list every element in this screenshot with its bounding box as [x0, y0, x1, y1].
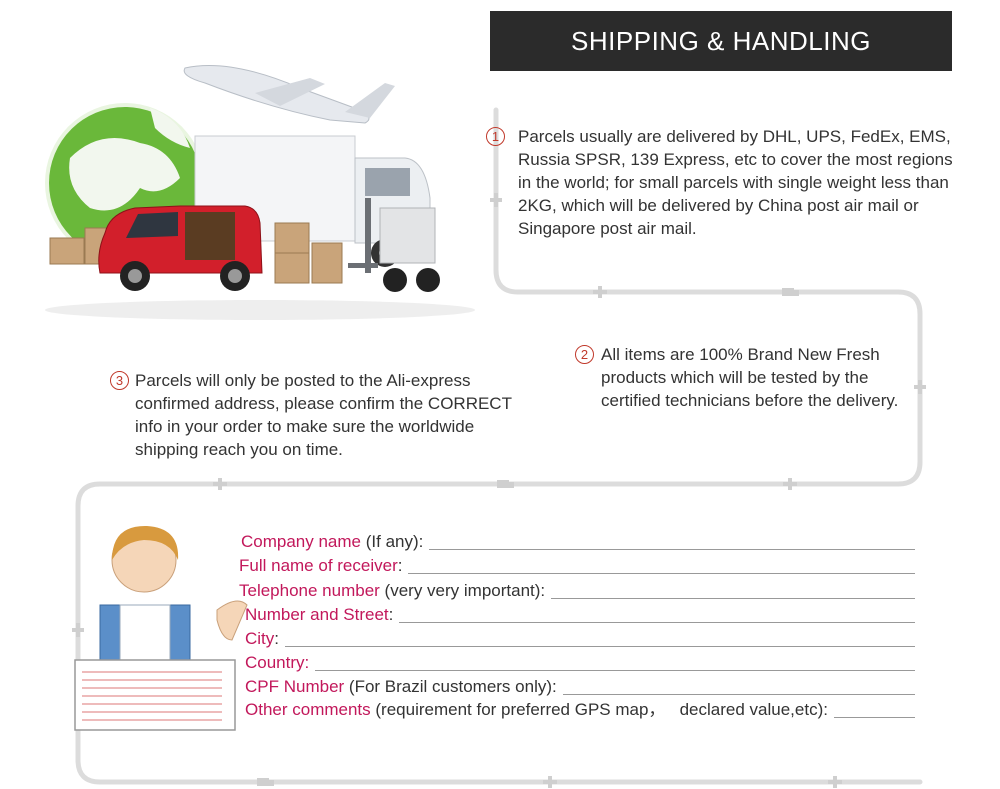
comments-field[interactable]	[833, 716, 915, 718]
truck-icon	[497, 480, 514, 488]
airplane-icon	[490, 193, 502, 207]
airplane-icon	[183, 65, 395, 124]
airplane-icon	[543, 776, 557, 788]
form-row-cpf: CPF Number (For Brazil customers only):	[245, 676, 915, 698]
step-text: All items are 100% Brand New Fresh produ…	[601, 345, 899, 410]
airplane-icon	[828, 776, 842, 788]
telephone-field[interactable]	[551, 597, 915, 599]
step-number: 3	[110, 371, 129, 390]
airplane-icon	[593, 286, 607, 298]
city-field[interactable]	[285, 645, 915, 647]
field-note: :	[274, 629, 280, 648]
field-label: City	[245, 629, 275, 648]
airplane-icon	[213, 478, 227, 490]
step-text: Parcels will only be posted to the Ali-e…	[135, 371, 512, 459]
field-note: (If any):	[361, 532, 424, 551]
form-row-telephone: Telephone number (very very important):	[239, 580, 915, 602]
form-row-city: City :	[245, 628, 915, 650]
country-field[interactable]	[315, 669, 915, 671]
form-row-comments: Other comments (requirement for preferre…	[245, 699, 915, 721]
section-title: SHIPPING & HANDLING	[571, 25, 871, 56]
airplane-icon	[72, 623, 84, 637]
step-number: 1	[486, 127, 505, 146]
agent-icon	[74, 525, 248, 731]
receiver-name-field[interactable]	[408, 572, 915, 574]
step-text: Parcels usually are delivered by DHL, UP…	[518, 127, 953, 238]
shipping-illustration	[45, 65, 475, 320]
field-label: Company name	[241, 532, 362, 551]
form-row-receiver: Full name of receiver :	[239, 555, 915, 577]
step-number: 2	[575, 345, 594, 364]
field-note: (very very important):	[379, 581, 546, 600]
field-label: Full name of receiver	[239, 556, 398, 575]
field-label: Number and Street	[245, 605, 389, 624]
field-note: :	[388, 605, 394, 624]
shipping-step-3: 3 Parcels will only be posted to the Ali…	[110, 369, 530, 459]
field-label: Other comments	[245, 700, 371, 719]
shipping-step-1: 1 Parcels usually are delivered by DHL, …	[486, 125, 956, 238]
field-note: :	[397, 556, 403, 575]
field-note: (For Brazil customers only):	[344, 677, 557, 696]
section-title-bar: SHIPPING & HANDLING	[490, 11, 952, 71]
airplane-icon	[914, 380, 926, 394]
field-label: CPF Number	[245, 677, 345, 696]
form-row-street: Number and Street :	[245, 604, 915, 626]
company-name-field[interactable]	[429, 548, 915, 550]
field-note: (requirement for preferred GPS map， decl…	[370, 700, 828, 719]
cpf-field[interactable]	[562, 693, 915, 695]
forklift-icon	[348, 198, 440, 292]
form-row-country: Country:	[245, 652, 915, 674]
field-label: Telephone number	[239, 581, 380, 600]
van-icon	[98, 205, 263, 291]
airplane-icon	[783, 478, 797, 490]
shipping-step-2: 2 All items are 100% Brand New Fresh pro…	[575, 343, 915, 410]
field-label: Country:	[245, 653, 310, 672]
truck-icon	[257, 778, 274, 786]
form-row-company: Company name (If any):	[241, 531, 915, 553]
street-field[interactable]	[399, 621, 915, 623]
route-markers	[72, 193, 926, 788]
truck-icon	[782, 288, 799, 296]
